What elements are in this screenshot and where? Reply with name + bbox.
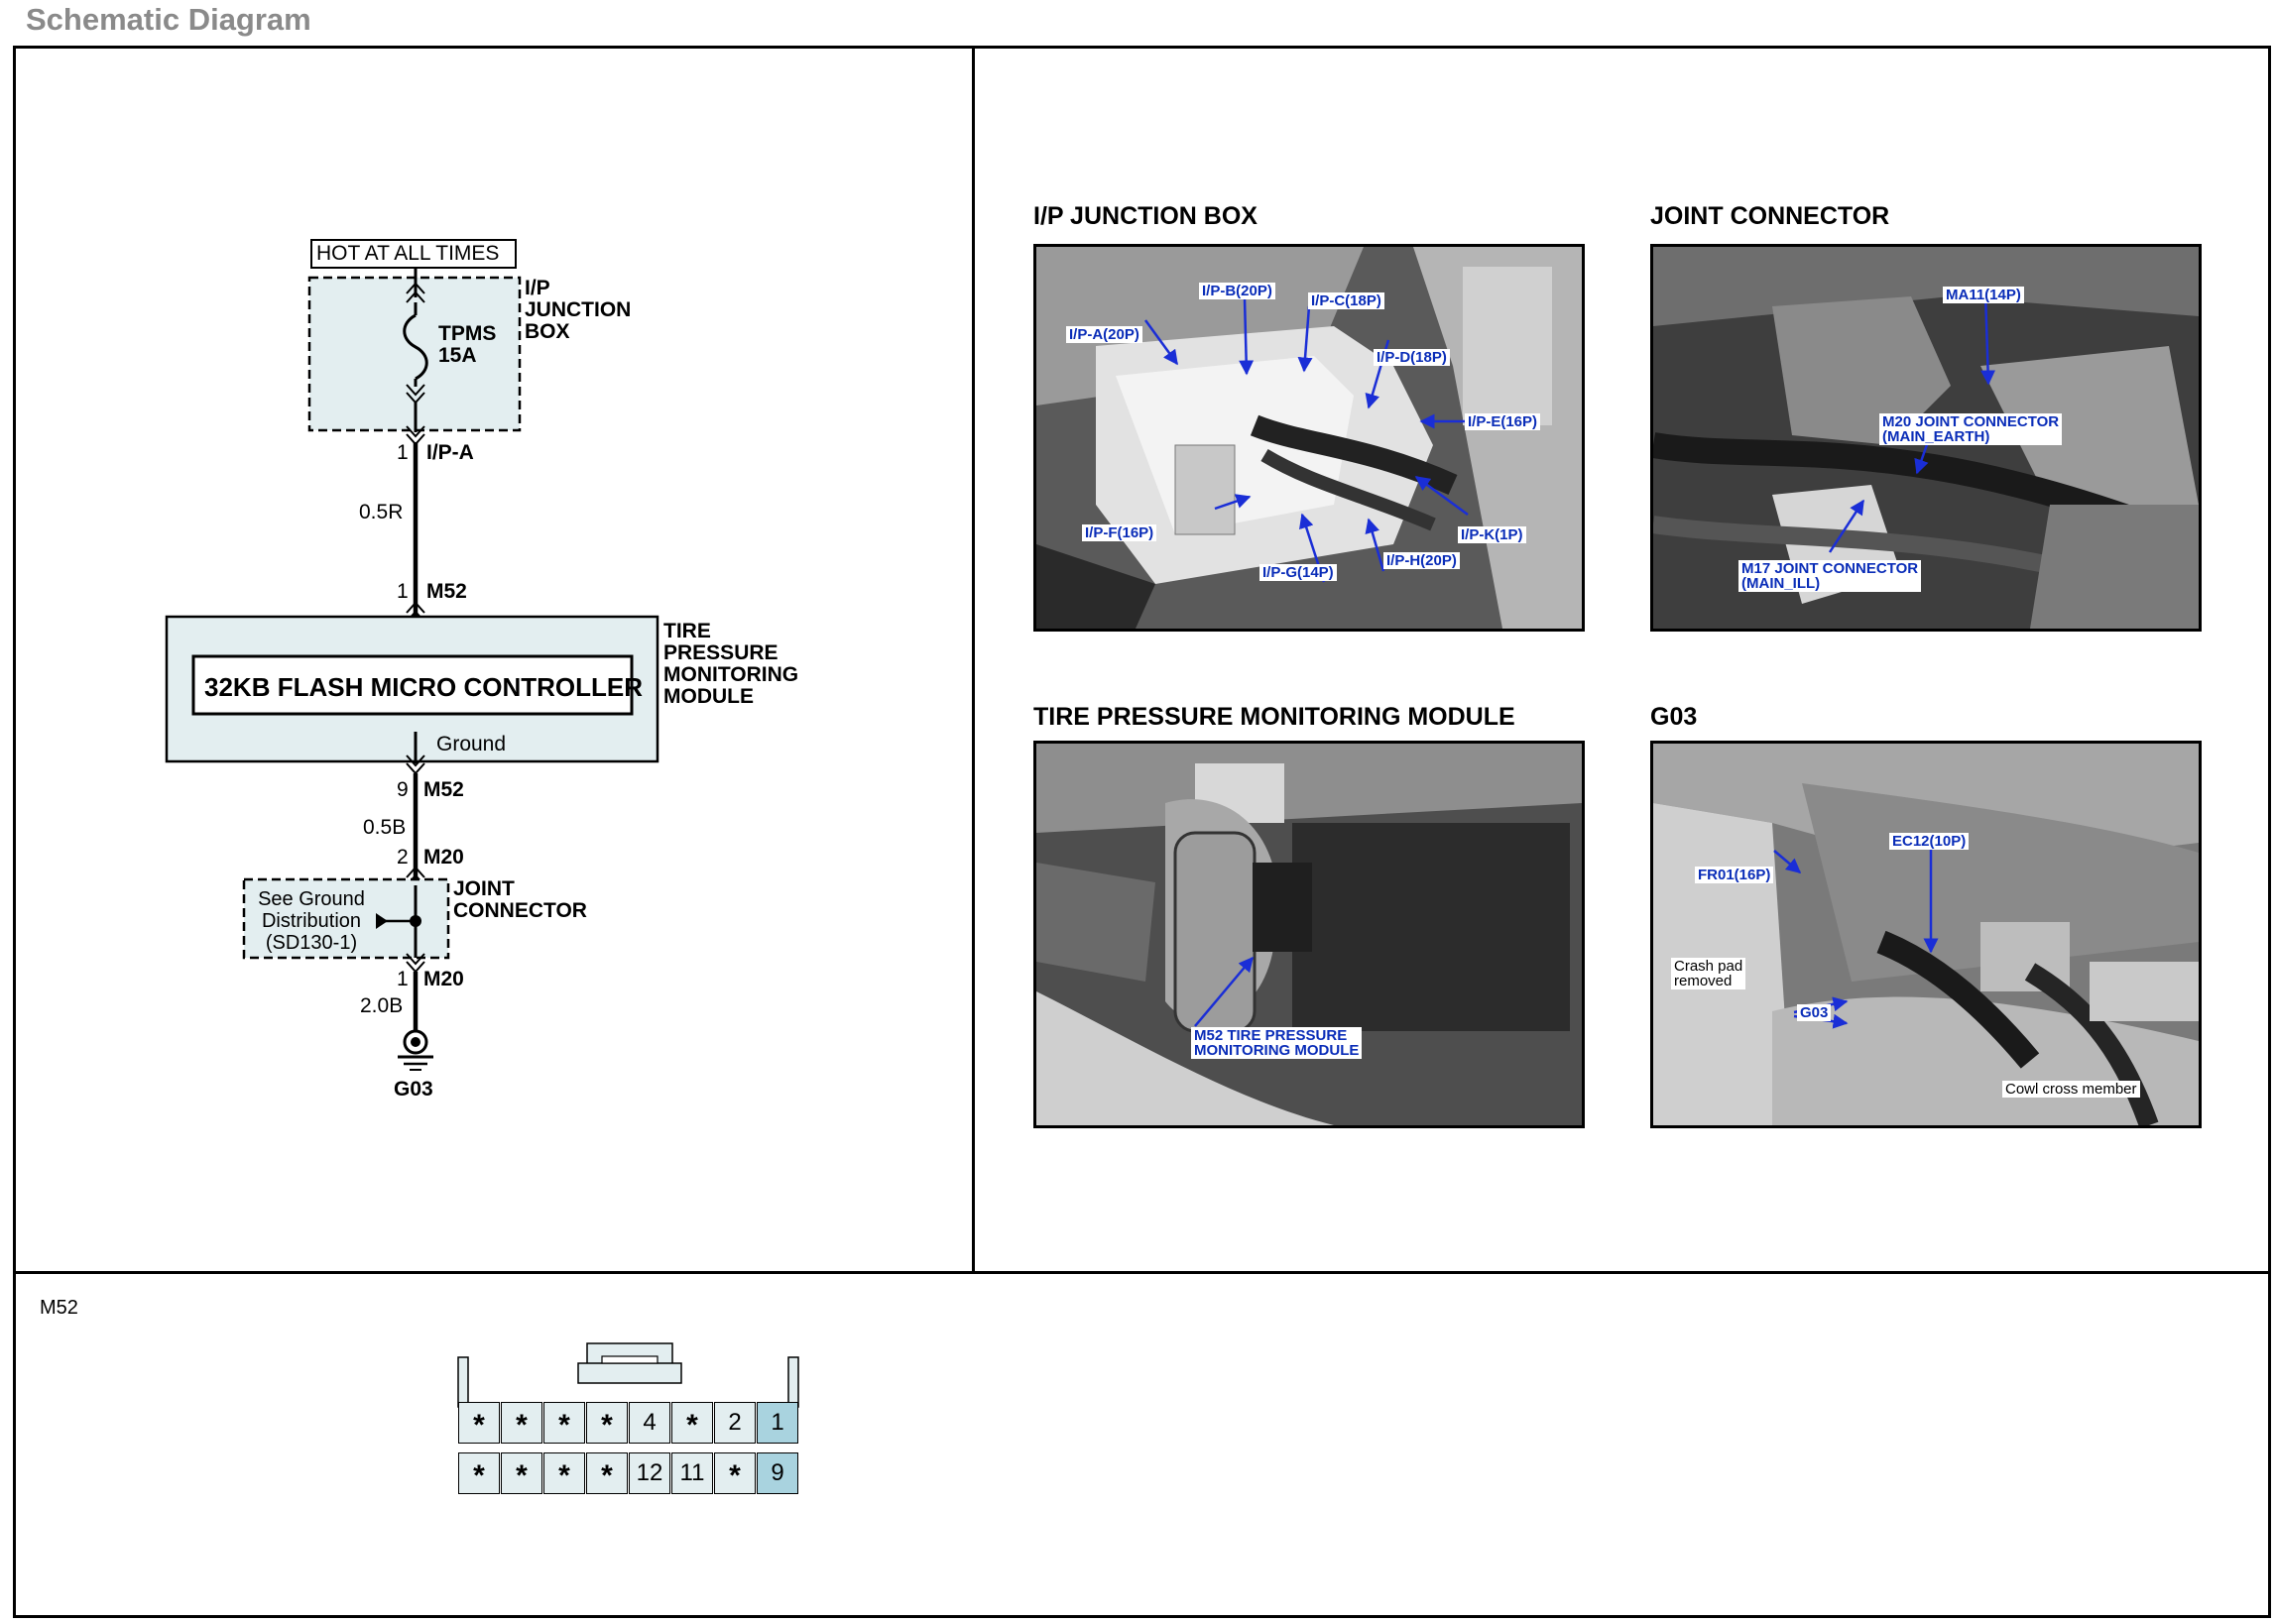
photo-joint-connector: MA11(14P) M20 JOINT CONNECTOR (MAIN_EART… <box>1650 244 2202 632</box>
module-label: TIRE PRESSURE MONITORING MODULE <box>663 620 799 708</box>
fuse-name: TPMS <box>438 322 497 345</box>
photo-title-g03: G03 <box>1650 703 1698 731</box>
pin: * <box>543 1452 585 1494</box>
m20-bottom-label: M20 <box>423 968 464 990</box>
callout-ma11: MA11(14P) <box>1943 287 2024 303</box>
pin: * <box>586 1402 628 1444</box>
callout-g03: G03 <box>1797 1004 1832 1021</box>
m20-pin-top: 2 <box>397 846 409 869</box>
photo-tpms-module: M52 TIRE PRESSURE MONITORING MODULE <box>1033 741 1585 1128</box>
pin-highlighted: 9 <box>757 1452 798 1494</box>
m52-bottom-label: M52 <box>423 778 464 801</box>
tpms-module-image <box>1036 744 1582 1125</box>
photo-title-joint-connector: JOINT CONNECTOR <box>1650 202 1890 230</box>
pin: * <box>501 1402 542 1444</box>
callout-ip-d: I/P-D(18P) <box>1374 349 1450 366</box>
photo-title-junction-box: I/P JUNCTION BOX <box>1033 202 1258 230</box>
callout-ip-e: I/P-E(16P) <box>1465 413 1541 430</box>
callout-m20: M20 JOINT CONNECTOR (MAIN_EARTH) <box>1879 413 2063 445</box>
power-source-label: HOT AT ALL TIMES <box>316 242 500 265</box>
callout-m52: M52 TIRE PRESSURE MONITORING MODULE <box>1191 1027 1363 1059</box>
m52-top-label: M52 <box>426 580 467 603</box>
pin: * <box>671 1402 713 1444</box>
pin: 4 <box>629 1402 670 1444</box>
pin: * <box>458 1452 500 1494</box>
callout-ip-a: I/P-A(20P) <box>1066 326 1142 343</box>
fuse-rating: 15A <box>438 344 477 367</box>
schematic-wiring <box>165 239 659 1071</box>
pin: * <box>501 1452 542 1494</box>
photo-g03: EC12(10P) FR01(16P) Crash pad removed G0… <box>1650 741 2202 1128</box>
m20-pin-bottom: 1 <box>397 968 409 990</box>
callout-ip-b: I/P-B(20P) <box>1199 283 1275 299</box>
callout-m17: M17 JOINT CONNECTOR (MAIN_ILL) <box>1738 560 1922 592</box>
joint-connector-label: JOINT CONNECTOR <box>453 877 587 922</box>
callout-ip-g: I/P-G(14P) <box>1259 564 1337 581</box>
pin: * <box>458 1402 500 1444</box>
m52-pin-bottom: 9 <box>397 778 409 801</box>
m52-pin-top: 1 <box>397 580 409 603</box>
callout-ip-h: I/P-H(20P) <box>1383 552 1460 569</box>
photo-junction-box: I/P-B(20P) I/P-C(18P) I/P-A(20P) I/P-D(1… <box>1033 244 1585 632</box>
pin: 12 <box>629 1452 670 1494</box>
ipa-pin: 1 <box>397 441 409 464</box>
photo-title-tpms: TIRE PRESSURE MONITORING MODULE <box>1033 703 1515 731</box>
callout-ec12: EC12(10P) <box>1889 833 1970 850</box>
connector-m52-diagram: * * * * 4 * 2 1 * * * * 12 11 * 9 <box>458 1402 803 1501</box>
wire-label-1: 0.5R <box>359 501 404 523</box>
ground-point-label: G03 <box>394 1078 433 1101</box>
connector-name: M52 <box>40 1297 78 1319</box>
page-title: Schematic Diagram <box>26 2 311 37</box>
pin: * <box>543 1402 585 1444</box>
tpms-module-arrows <box>1194 956 1254 1027</box>
callout-ip-c: I/P-C(18P) <box>1308 292 1384 309</box>
m20-top-label: M20 <box>423 846 464 869</box>
pin: 11 <box>671 1452 713 1494</box>
callout-ip-f: I/P-F(16P) <box>1082 524 1157 541</box>
pin: * <box>586 1452 628 1494</box>
wire-label-3: 2.0B <box>360 994 404 1017</box>
ground-label: Ground <box>436 733 507 755</box>
connector-row-2: * * * * 12 11 * 9 <box>458 1452 803 1496</box>
wire-label-2: 0.5B <box>363 816 407 839</box>
callout-ip-k: I/P-K(1P) <box>1458 526 1526 543</box>
callout-crash-pad: Crash pad removed <box>1671 958 1746 989</box>
ipa-connector: I/P-A <box>426 441 474 464</box>
junction-box-image <box>1036 247 1582 629</box>
connector-row-1: * * * * 4 * 2 1 <box>458 1402 803 1446</box>
pin: * <box>714 1452 756 1494</box>
pin-highlighted: 1 <box>757 1402 798 1444</box>
controller-label: 32KB FLASH MICRO CONTROLLER <box>204 672 643 702</box>
pin: 2 <box>714 1402 756 1444</box>
connector-housing <box>457 1342 799 1408</box>
connector-frame <box>13 1271 2271 1618</box>
callout-cowl-cross-member: Cowl cross member <box>2002 1081 2140 1098</box>
g03-arrows <box>1773 847 1939 1029</box>
junction-box-label: I/P JUNCTION BOX <box>525 277 632 343</box>
see-ground-note: See Ground Distribution (SD130-1) <box>258 888 365 954</box>
callout-fr01: FR01(16P) <box>1695 867 1774 883</box>
